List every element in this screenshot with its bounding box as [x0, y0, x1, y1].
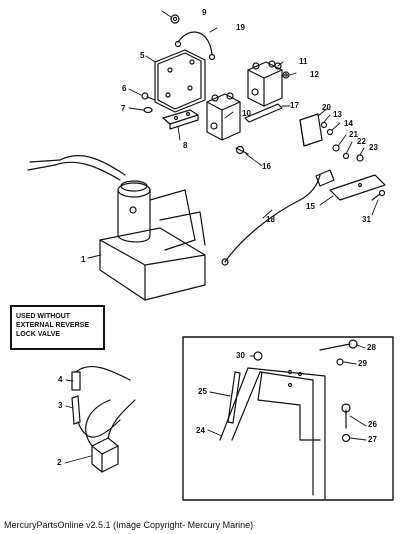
- screw-part-6: [141, 92, 156, 101]
- washer-part-29: [336, 358, 344, 366]
- callout-26: 26: [368, 420, 377, 429]
- nut-part-13: [320, 121, 328, 129]
- callout-6: 6: [122, 84, 127, 93]
- callout-11: 11: [299, 57, 308, 66]
- nut-part-12: [282, 71, 290, 79]
- connector-part-4: [71, 366, 131, 391]
- nut-part-23: [356, 154, 364, 162]
- callout-1: 1: [81, 255, 86, 264]
- callout-31: 31: [362, 215, 371, 224]
- mounting-plate-part-5: [154, 49, 206, 113]
- callout-7: 7: [121, 104, 126, 113]
- fastener-part-30: [253, 351, 263, 361]
- inset-frame: [182, 336, 394, 501]
- callout-24: 24: [196, 426, 205, 435]
- screw-part-16: [235, 145, 249, 155]
- leader-lines: [64, 10, 379, 464]
- callout-9: 9: [202, 8, 207, 17]
- bracket-part-8: [162, 109, 199, 130]
- callout-18: 18: [266, 215, 275, 224]
- callout-15: 15: [306, 202, 315, 211]
- rod-part-25: [227, 371, 241, 424]
- callout-8: 8: [183, 141, 188, 150]
- callout-25: 25: [198, 387, 207, 396]
- callout-10: 10: [242, 109, 251, 118]
- copyright-footer: MercuryPartsOnline v2.5.1 (Image Copyrig…: [4, 520, 254, 530]
- screw-part-31: [371, 189, 386, 201]
- callout-30: 30: [236, 351, 245, 360]
- bracket-part-24: [219, 367, 326, 501]
- usage-note-line-3: LOCK VALVE: [16, 331, 61, 338]
- callout-12: 12: [310, 70, 319, 79]
- screw-part-26: [341, 403, 351, 429]
- callout-4: 4: [58, 375, 63, 384]
- callout-17: 17: [290, 101, 299, 110]
- washer-part-27: [341, 433, 351, 443]
- usage-note-box: USED WITHOUT EXTERNAL REVERSE LOCK VALVE: [10, 305, 105, 350]
- washer-part-14: [326, 128, 334, 136]
- solenoid-upper-part-10: [247, 60, 283, 107]
- nut-part-9: [170, 14, 180, 24]
- callout-5: 5: [140, 51, 145, 60]
- usage-note-line-2: EXTERNAL REVERSE: [16, 322, 89, 329]
- callout-20: 20: [322, 103, 331, 112]
- callout-29: 29: [358, 359, 367, 368]
- screw-part-21: [332, 144, 340, 152]
- solenoid-part-10: [206, 92, 241, 141]
- callout-28: 28: [367, 343, 376, 352]
- callout-23: 23: [369, 143, 378, 152]
- harness-part-18: [221, 169, 335, 266]
- fuse-part-3: [71, 395, 121, 438]
- cover-part-15: [329, 174, 386, 201]
- bracket-part-17: [244, 103, 283, 123]
- callout-14: 14: [344, 119, 353, 128]
- callout-3: 3: [58, 401, 63, 410]
- pump-motor-part-1: [27, 155, 206, 301]
- cable-part-19: [174, 31, 216, 61]
- callout-2: 2: [57, 458, 62, 467]
- callout-19: 19: [236, 23, 245, 32]
- callout-27: 27: [368, 435, 377, 444]
- relay-part-2: [85, 399, 136, 473]
- callout-16: 16: [262, 162, 271, 171]
- washer-part-7: [143, 106, 153, 114]
- screw-part-28: [319, 339, 358, 351]
- callout-21: 21: [349, 130, 358, 139]
- terminal-part-11: [274, 62, 282, 70]
- callout-22: 22: [357, 137, 366, 146]
- usage-note-line-1: USED WITHOUT: [16, 313, 71, 320]
- callout-13: 13: [333, 110, 342, 119]
- circuit-breaker-part-20: [299, 113, 323, 147]
